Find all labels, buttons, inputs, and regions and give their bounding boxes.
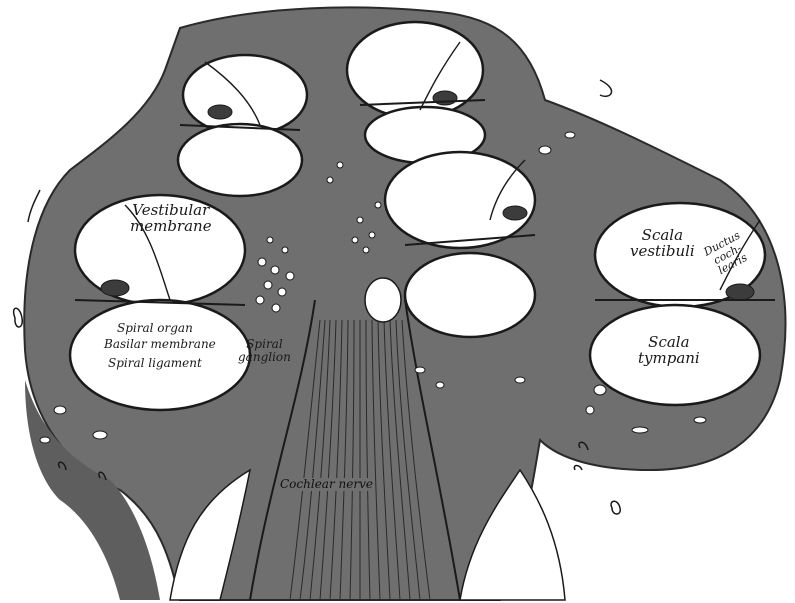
label-vestibular-membrane: Vestibular membrane: [130, 203, 212, 235]
label-spiral-ganglion-line1: Spiral: [238, 338, 291, 351]
label-vestibular-line2: membrane: [130, 219, 212, 235]
label-cochlear-nerve: Cochlear nerve: [280, 478, 373, 491]
label-scala-tympani: Scala tympani: [638, 335, 700, 367]
label-scala-tympani-line2: tympani: [638, 351, 700, 367]
label-scala-vestibuli: Scala vestibuli: [630, 228, 695, 260]
apical-cavity-left-lower: [178, 124, 302, 196]
label-spiral-ganglion: Spiral ganglion: [238, 338, 291, 363]
label-scala-vestibuli-line2: vestibuli: [630, 244, 695, 260]
middle-right-cavity-lower: [405, 253, 535, 337]
label-spiral-ganglion-line2: ganglion: [238, 351, 291, 364]
spiral-ganglion-bulb: [365, 278, 401, 322]
basal-left-scala-tympani: [70, 300, 250, 410]
label-spiral-ligament: Spiral ligament: [108, 357, 202, 370]
label-basilar-membrane: Basilar membrane: [104, 338, 216, 351]
label-spiral-organ: Spiral organ: [117, 322, 193, 335]
middle-right-cavity-upper: [385, 152, 535, 248]
